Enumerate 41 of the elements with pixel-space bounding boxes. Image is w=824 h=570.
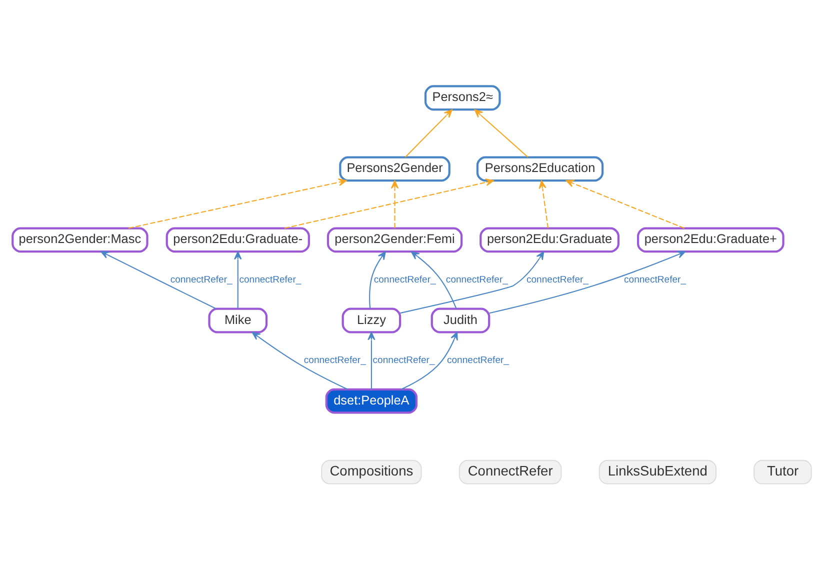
arrow (234, 251, 242, 309)
edge-label: connectRefer_ (526, 274, 588, 286)
arrow (252, 332, 348, 390)
node-box: Mike (208, 308, 268, 334)
edge-label: connectRefer_ (304, 355, 366, 366)
arrow (368, 332, 376, 390)
node-box: person2Gender:Femi (326, 227, 463, 253)
arrow (128, 178, 347, 229)
node-box: Judith (430, 308, 490, 334)
arrow (369, 251, 386, 309)
edge-label: connectRefer_ (372, 355, 435, 366)
arrow (489, 250, 686, 314)
label: ConnectRefer (468, 464, 553, 479)
arrow (400, 251, 544, 314)
node-box: person2Edu:Graduate (480, 227, 620, 253)
node-box: dset:PeopleA (325, 388, 418, 414)
arrow (400, 332, 458, 390)
arrow (474, 109, 528, 158)
arrow (538, 180, 549, 228)
edge-label: connectRefer_ (446, 274, 508, 286)
edge-label: connectRefer_ (446, 355, 509, 366)
node-box: person2Edu:Graduate- (166, 227, 310, 253)
label: LinksSubExtend (608, 464, 708, 479)
arrow (405, 109, 452, 158)
label: Tutor (766, 464, 799, 479)
node-box: Persons2Education (476, 156, 604, 182)
node-box: Persons2Gender (339, 156, 450, 182)
arrow (390, 180, 399, 228)
edge-label: connectRefer_ (374, 274, 436, 286)
node-box: Lizzy (342, 308, 402, 334)
arrow (100, 251, 216, 310)
edge-label: connectRefer_ (239, 274, 302, 286)
edge-label: connectRefer_ (170, 274, 232, 286)
arrow (284, 178, 494, 229)
arrow (566, 180, 685, 229)
node-box: person2Edu:Graduate+ (637, 227, 784, 253)
edge-label: connectRefer_ (624, 274, 686, 286)
label: Compositions (330, 464, 414, 479)
node-box: Persons2≈ (424, 85, 501, 111)
node-box: person2Gender:Masc (12, 227, 148, 253)
arrow (410, 251, 457, 310)
